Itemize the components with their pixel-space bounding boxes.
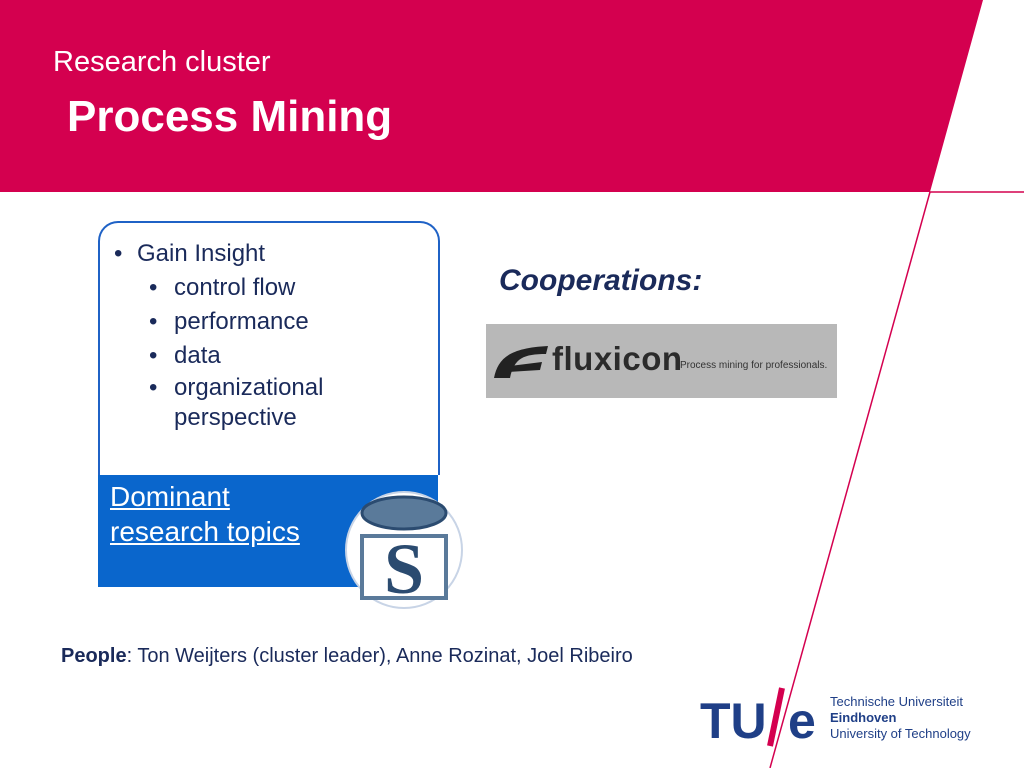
tue-line-1: Technische Universiteit <box>830 694 963 709</box>
s-logo-icon: S <box>345 491 463 609</box>
topics-bullet-list: Gain Insight control flow performance da… <box>112 237 374 433</box>
tue-logo: TU e <box>700 684 1000 750</box>
cooperations-heading: Cooperations: <box>499 264 703 297</box>
tue-mark-icon: TU e <box>700 687 816 749</box>
people-label: People <box>61 645 127 667</box>
svg-text:TU: TU <box>700 693 767 749</box>
sub-bullet: organizational perspective <box>137 373 374 433</box>
svg-text:e: e <box>788 693 816 749</box>
sub-bullet-list: control flow performance data organizati… <box>137 271 374 433</box>
dominant-topics-link[interactable]: Dominant research topics <box>110 481 300 547</box>
slide-title: Process Mining <box>67 92 393 141</box>
bullet-label: Gain Insight <box>137 240 266 267</box>
people-line: People: Ton Weijters (cluster leader), A… <box>61 645 633 668</box>
slide-subtitle: Research cluster <box>53 46 271 78</box>
sub-bullet: control flow <box>137 271 374 305</box>
people-names: : Ton Weijters (cluster leader), Anne Ro… <box>126 645 633 667</box>
bullet-gain-insight: Gain Insight control flow performance da… <box>112 237 374 433</box>
fluxicon-logo-icon <box>494 346 548 378</box>
fluxicon-wordmark: fluxicon <box>552 340 683 377</box>
fluxicon-tagline: Process mining for professionals. <box>680 360 828 371</box>
svg-text:S: S <box>384 529 424 609</box>
fluxicon-banner[interactable]: fluxicon Process mining for professional… <box>486 324 837 398</box>
tue-line-3: University of Technology <box>830 726 971 741</box>
topics-card: Gain Insight control flow performance da… <box>98 221 440 475</box>
sub-bullet: performance <box>137 305 374 339</box>
tue-line-2: Eindhoven <box>830 710 897 725</box>
sub-bullet: data <box>137 339 374 373</box>
